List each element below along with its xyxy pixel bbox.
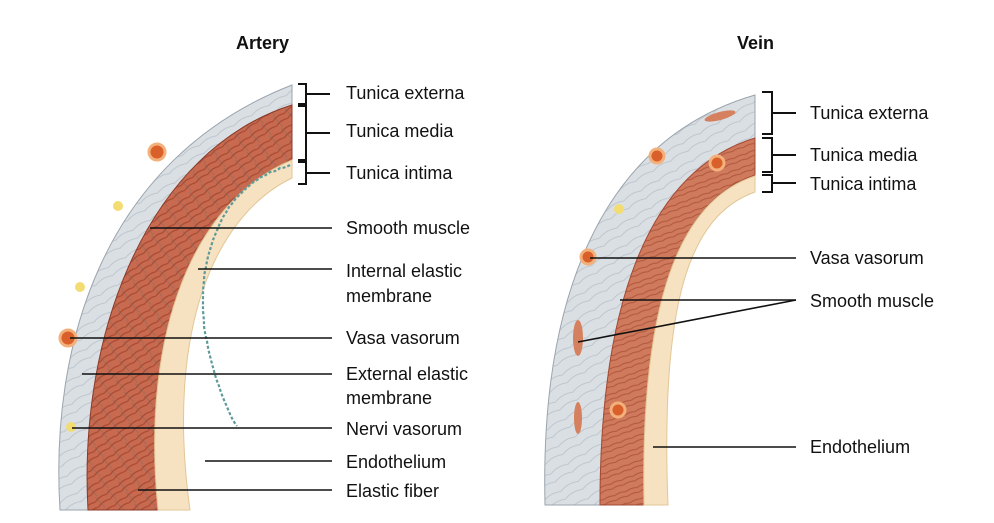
artery-label-tunica-media: Tunica media [346,121,454,141]
artery-label-tunica-externa: Tunica externa [346,83,465,103]
artery-label-internal-elastic-2: membrane [346,286,433,306]
vein-label-vasa-vasorum: Vasa vasorum [810,248,924,268]
vein-vasa-vasorum-dot-4 [609,401,627,419]
vein-leader-lines [577,257,797,448]
vein-label-tunica-externa: Tunica externa [810,103,929,123]
internal-elastic-membrane-line [201,164,291,427]
artery-label-vasa-vasorum: Vasa vasorum [346,328,460,348]
vein-label-tunica-intima: Tunica intima [810,174,917,194]
artery-label-internal-elastic-1: Internal elastic [346,261,463,281]
artery-label-tunica-intima: Tunica intima [346,163,453,183]
artery-leader-lines [70,227,332,491]
vein-label-endothelium: Endothelium [810,437,911,457]
vein-vasa-vasorum-dot-3 [579,248,597,266]
artery-tunica-intima-layer [154,159,293,511]
vein-vessel-oval-2 [574,402,582,434]
vein-brackets [762,91,796,193]
artery-label-smooth-muscle: Smooth muscle [346,218,471,238]
vein-tunica-intima-layer [643,175,756,506]
vein-vasa-vasorum-dot-2 [708,154,726,172]
vein-nerve-dot [614,204,624,214]
artery-label-external-elastic-1: External elastic [346,364,469,384]
vein-illustration [544,94,756,506]
artery-label-endothelium: Endothelium [346,452,447,472]
vein-vessel-oval-1 [573,320,583,356]
vein-title: Vein [737,33,775,53]
artery-title: Artery [236,33,290,53]
vein-vasa-vasorum-dot-1 [648,147,666,165]
artery-nerve-dot-2 [75,282,85,292]
vein-label-smooth-muscle: Smooth muscle [810,291,935,311]
artery-nerve-dot-3 [66,422,76,432]
artery-nerve-dot-1 [113,201,123,211]
artery-label-external-elastic-2: membrane [346,388,433,408]
artery-label-nervi-vasorum: Nervi vasorum [346,419,463,439]
vein-label-tunica-media: Tunica media [810,145,918,165]
vein-vessel-oval-3 [704,110,736,122]
artery-brackets [298,83,330,185]
artery-illustration [58,84,293,511]
artery-label-elastic-fiber: Elastic fiber [346,481,440,501]
artery-vasa-vasorum-dot-1 [147,142,167,162]
